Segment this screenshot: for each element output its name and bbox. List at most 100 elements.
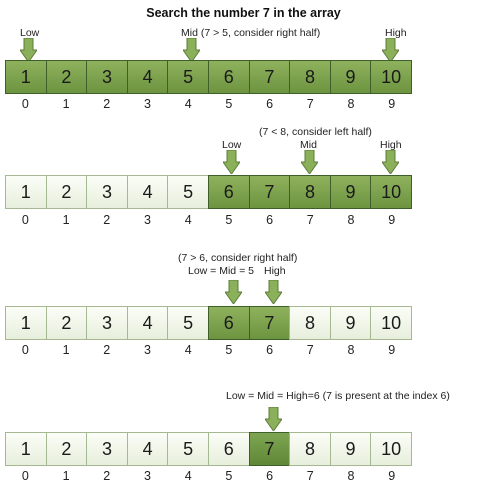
index-label: 2 xyxy=(103,97,111,111)
array-row-step-4: 1 2 3 4 5 6 7 8 9 10 xyxy=(5,432,412,466)
array-cell: 5 xyxy=(167,432,209,466)
index-label: 9 xyxy=(388,469,396,483)
index-label: 3 xyxy=(143,213,151,227)
array-cell: 8 xyxy=(289,432,331,466)
index-label: 4 xyxy=(184,469,192,483)
diagram-title: Search the number 7 in the array xyxy=(146,6,341,20)
array-cell: 10 xyxy=(370,306,412,340)
array-cell: 7 xyxy=(248,175,291,209)
low-label: Low xyxy=(20,27,40,39)
index-label: 5 xyxy=(225,213,233,227)
array-cell: 9 xyxy=(329,306,372,340)
array-cell: 4 xyxy=(126,175,169,209)
array-cell: 3 xyxy=(86,306,128,340)
low-arrow-icon xyxy=(223,150,240,174)
array-cell: 2 xyxy=(45,306,88,340)
index-label: 1 xyxy=(62,469,70,483)
index-label: 7 xyxy=(306,343,314,357)
array-cell: 1 xyxy=(5,432,47,466)
array-cell: 7 xyxy=(248,306,291,340)
array-cell: 1 xyxy=(5,60,47,94)
array-row-step-1: 1 2 3 4 5 6 7 8 9 10 xyxy=(5,60,412,94)
index-label: 5 xyxy=(225,469,233,483)
index-label: 5 xyxy=(225,343,233,357)
array-cell: 4 xyxy=(126,60,169,94)
index-label: 7 xyxy=(306,469,314,483)
array-cell: 5 xyxy=(167,60,209,94)
step-3-note: (7 > 6, consider right half) xyxy=(178,252,298,264)
low-arrow-icon xyxy=(20,38,37,62)
index-label: 6 xyxy=(266,213,274,227)
array-cell: 1 xyxy=(5,306,47,340)
index-label: 9 xyxy=(388,213,396,227)
array-cell: 6 xyxy=(207,432,250,466)
index-label: 2 xyxy=(103,213,111,227)
high-arrow-icon xyxy=(265,280,282,304)
index-label: 0 xyxy=(21,213,29,227)
low-label: Low xyxy=(222,139,242,151)
array-cell: 6 xyxy=(207,60,250,94)
mid-arrow-icon xyxy=(301,150,318,174)
array-row-step-3: 1 2 3 4 5 6 7 8 9 10 xyxy=(5,306,412,340)
index-label: 0 xyxy=(21,469,29,483)
high-label: High xyxy=(264,265,286,277)
array-cell: 4 xyxy=(126,306,169,340)
step-4-note: Low = Mid = High=6 (7 is present at the … xyxy=(226,390,450,402)
mid-arrow-icon xyxy=(183,38,200,62)
index-label: 4 xyxy=(184,343,192,357)
array-cell: 10 xyxy=(370,60,412,94)
array-cell: 4 xyxy=(126,432,169,466)
array-cell: 5 xyxy=(167,306,209,340)
index-row-step-1: 0 1 2 3 4 5 6 7 8 9 xyxy=(5,97,412,113)
found-arrow-icon xyxy=(265,407,282,431)
index-row-step-3: 0 1 2 3 4 5 6 7 8 9 xyxy=(5,343,412,359)
high-arrow-icon xyxy=(382,38,399,62)
mid-label: Mid xyxy=(300,139,317,151)
index-label: 1 xyxy=(62,213,70,227)
index-row-step-4: 0 1 2 3 4 5 6 7 8 9 xyxy=(5,469,412,485)
index-label: 3 xyxy=(143,469,151,483)
index-label: 2 xyxy=(103,343,111,357)
index-label: 1 xyxy=(62,97,70,111)
index-label: 9 xyxy=(388,97,396,111)
index-row-step-2: 0 1 2 3 4 5 6 7 8 9 xyxy=(5,213,412,229)
index-label: 6 xyxy=(266,97,274,111)
index-label: 8 xyxy=(347,469,355,483)
array-cell: 10 xyxy=(370,432,412,466)
array-cell: 2 xyxy=(45,175,88,209)
low-mid-label: Low = Mid = 5 xyxy=(188,265,254,277)
array-cell-found: 7 xyxy=(248,432,291,466)
mid-label: Mid (7 > 5, consider right half) xyxy=(181,27,321,39)
array-cell: 6 xyxy=(207,306,250,340)
index-label: 8 xyxy=(347,343,355,357)
array-cell: 6 xyxy=(207,175,250,209)
low-mid-arrow-icon xyxy=(225,280,242,304)
array-cell: 5 xyxy=(167,175,209,209)
index-label: 3 xyxy=(143,343,151,357)
index-label: 2 xyxy=(103,469,111,483)
index-label: 1 xyxy=(62,343,70,357)
array-cell: 7 xyxy=(248,60,291,94)
index-label: 0 xyxy=(21,343,29,357)
step-2-note: (7 < 8, consider left half) xyxy=(259,126,372,138)
index-label: 4 xyxy=(184,213,192,227)
array-cell: 3 xyxy=(86,175,128,209)
array-cell: 10 xyxy=(370,175,412,209)
high-arrow-icon xyxy=(382,150,399,174)
array-cell: 8 xyxy=(289,175,331,209)
array-cell: 3 xyxy=(86,60,128,94)
index-label: 0 xyxy=(21,97,29,111)
index-label: 3 xyxy=(143,97,151,111)
array-cell: 8 xyxy=(289,60,331,94)
index-label: 8 xyxy=(347,97,355,111)
array-cell: 2 xyxy=(45,432,88,466)
array-cell: 2 xyxy=(45,60,88,94)
index-label: 5 xyxy=(225,97,233,111)
index-label: 9 xyxy=(388,343,396,357)
array-cell: 1 xyxy=(5,175,47,209)
array-cell: 9 xyxy=(329,60,372,94)
array-cell: 9 xyxy=(329,432,372,466)
high-label: High xyxy=(385,27,407,39)
array-cell: 8 xyxy=(289,306,331,340)
array-cell: 3 xyxy=(86,432,128,466)
